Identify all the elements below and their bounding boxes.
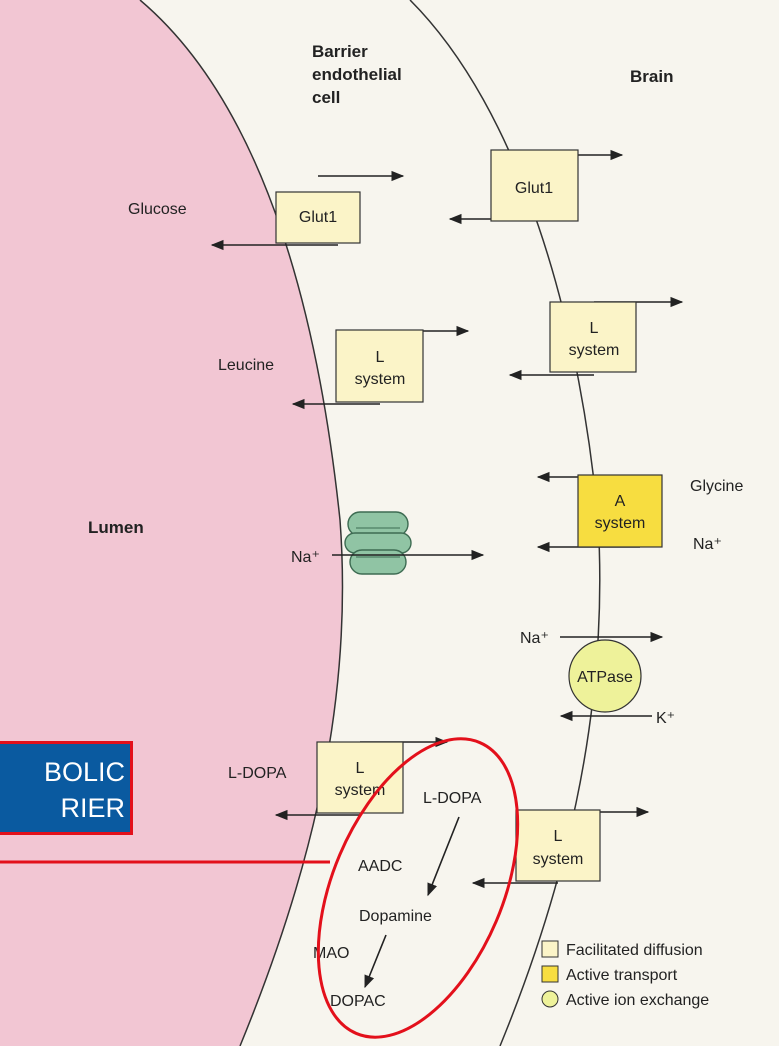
l-system-lower-label-2: system [533,851,584,868]
callout-line-1: BOLIC [0,754,130,790]
l-system-leucine-label-2: system [355,371,406,388]
atpase-label: ATPase [577,669,633,686]
endothelial-label-2: endothelial [312,65,402,84]
leucine-label: Leucine [218,357,274,374]
glucose-label: Glucose [128,201,187,218]
legend-label: Facilitated diffusion [566,942,703,959]
endothelial-label-3: cell [312,88,340,107]
dopac-label: DOPAC [330,993,386,1010]
na-label-channel: Na⁺ [291,549,320,566]
endothelial-label-1: Barrier [312,42,368,61]
l-system-lower-label: L [554,828,563,845]
glut1-luminal-label: Glut1 [299,209,337,226]
na-label-a: Na⁺ [693,536,722,553]
l-system-leucine [336,330,423,402]
k-label: K⁺ [656,710,675,727]
legend-swatch [542,941,558,957]
l-system-abluminal-label-2: system [569,342,620,359]
arrow [428,817,459,895]
legend: Facilitated diffusion Active transport A… [542,941,709,1009]
aadc-label: AADC [358,858,402,875]
lumen-region [0,0,342,1046]
l-system-ldopa-label: L [356,760,365,777]
legend-label: Active transport [566,967,678,984]
callout-line-2: RIER [0,790,130,826]
na-label-atpase: Na⁺ [520,630,549,647]
a-system-label-2: system [595,515,646,532]
legend-swatch [542,991,558,1007]
l-system-leucine-label: L [376,349,385,366]
pathway-ldopa-label: L-DOPA [423,790,482,807]
l-system-lower [516,810,600,881]
l-system-abluminal-label: L [590,320,599,337]
lumen-label: Lumen [88,518,144,537]
legend-swatch [542,966,558,982]
ldopa-label-lumen: L-DOPA [228,765,287,782]
a-system [578,475,662,547]
dopamine-label: Dopamine [359,908,432,925]
l-system-abluminal [550,302,636,372]
sodium-channel [345,512,411,574]
a-system-label: A [615,493,626,510]
metabolic-barrier-callout: BOLIC RIER [0,741,133,835]
legend-label: Active ion exchange [566,992,709,1009]
brain-label: Brain [630,67,673,86]
arrow [365,935,386,987]
glut1-abluminal-label: Glut1 [515,180,553,197]
glycine-label: Glycine [690,478,743,495]
